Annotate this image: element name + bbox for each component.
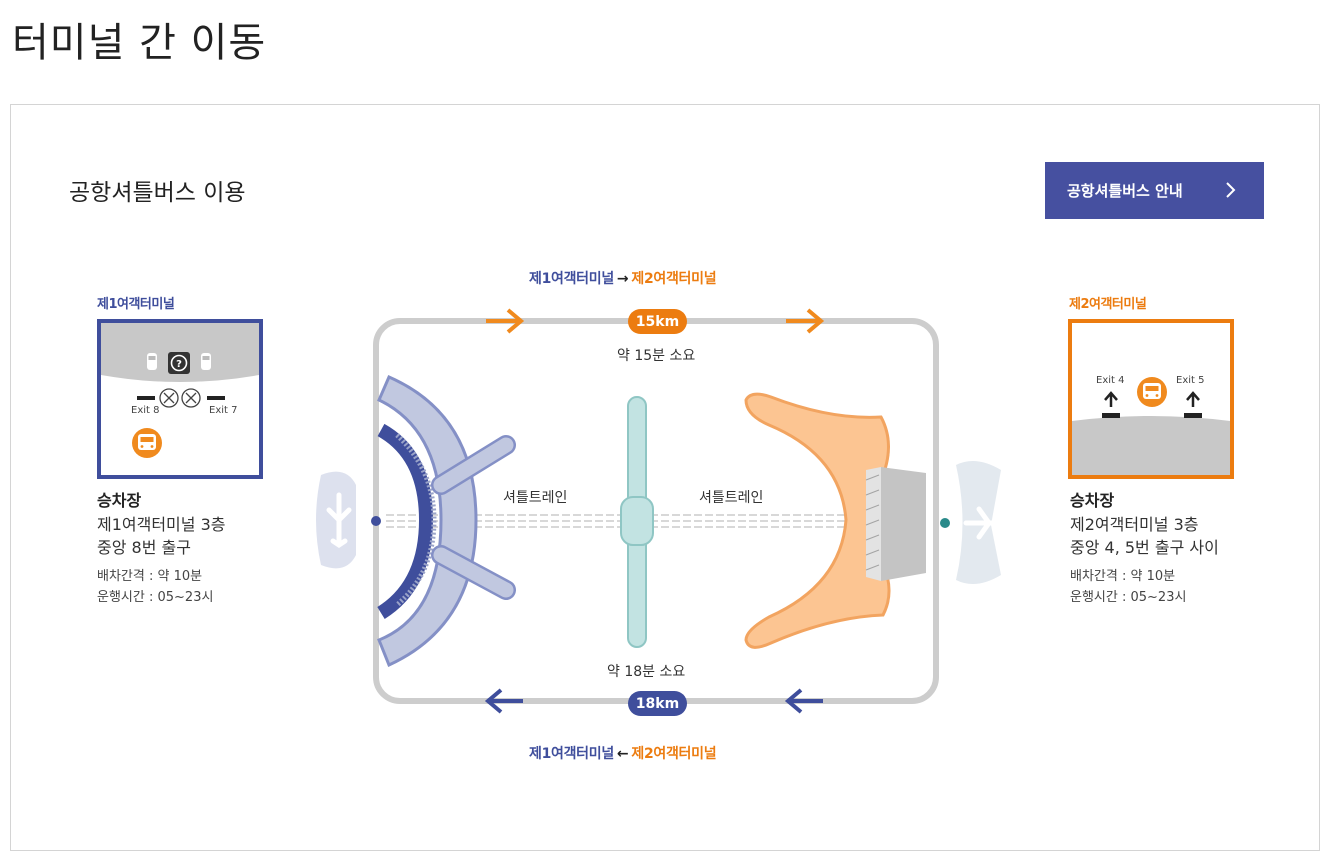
exit-7-label: Exit 7 (209, 405, 238, 416)
up-arrow-icon (1104, 391, 1118, 407)
terminal1-label: 제1여객터미널 (97, 297, 175, 312)
route-top-heading: 제1여객터미널→제2여객터미널 (529, 268, 717, 288)
route-bottom-distance: 18km (628, 691, 687, 716)
section-title: 공항셔틀버스 이용 (69, 180, 246, 206)
terminal2-location-line2: 중앙 4, 5번 출구 사이 (1070, 538, 1219, 557)
terminal1-map-drawing: ? (101, 323, 259, 458)
terminal1-building (316, 375, 516, 668)
route-top-arrow: → (616, 271, 629, 287)
bus-icon (132, 428, 162, 458)
exit-5-label: Exit 5 (1176, 375, 1205, 386)
route-arrow-icon (486, 308, 525, 334)
route-arrow-icon (784, 688, 823, 714)
shuttle-train (620, 396, 654, 648)
terminal1-interval: 배차간격 : 약 10분 (97, 569, 203, 584)
route-arrow-icon (786, 308, 825, 334)
terminal2-label: 제2여객터미널 (1069, 297, 1147, 312)
terminal2-building (744, 392, 1004, 649)
up-arrow-icon (1186, 391, 1200, 407)
route-bottom-arrow: ← (616, 746, 629, 762)
terminal2-location-line1: 제2여객터미널 3층 (1070, 515, 1199, 534)
route-top-from: 제1여객터미널 (529, 271, 614, 287)
shuttle-train-label-left: 셔틀트레인 (503, 490, 568, 506)
route-bottom-heading: 제1여객터미널←제2여객터미널 (529, 743, 717, 763)
terminal1-location-line2: 중앙 8번 출구 (97, 538, 191, 557)
bus-icon (1137, 377, 1167, 407)
route-bottom-from: 제1여객터미널 (529, 746, 614, 762)
terminal1-location-line1: 제1여객터미널 3층 (97, 515, 226, 534)
route-top-to: 제2여객터미널 (631, 271, 717, 287)
terminal2-info-title: 승차장 (1070, 491, 1115, 510)
terminal2-hours: 운행시간 : 05~23시 (1070, 590, 1187, 605)
car-icon (201, 353, 211, 370)
shuttle-train-label-right: 셔틀트레인 (699, 490, 764, 506)
help-icon: ? (168, 352, 190, 374)
route-top-time: 약 15분 소요 (617, 348, 696, 364)
chevron-right-icon (1226, 182, 1236, 198)
page-title: 터미널 간 이동 (12, 20, 267, 66)
terminal2-map: Exit 4 Exit 5 (1068, 319, 1234, 479)
route-arrow-icon (484, 688, 523, 714)
svg-text:?: ? (176, 359, 182, 370)
shuttle-bus-guide-button[interactable]: 공항셔틀버스 안내 (1045, 162, 1264, 219)
shuttle-bus-panel: 공항셔틀버스 이용 공항셔틀버스 안내 제1여객터미널 ? (10, 104, 1320, 851)
terminal2-map-drawing (1072, 377, 1230, 475)
airplane-icon (326, 492, 352, 549)
route-top-distance: 15km (628, 309, 687, 334)
guide-button-label: 공항셔틀버스 안내 (1067, 182, 1183, 200)
terminal1-map: ? Exit 8 Exit 7 (97, 319, 263, 479)
terminal2-interval: 배차간격 : 약 10분 (1070, 569, 1176, 584)
terminal1-info: 승차장 제1여객터미널 3층 중앙 8번 출구 배차간격 : 약 10분 운행시… (97, 489, 226, 608)
terminal1-info-title: 승차장 (97, 491, 142, 510)
car-icon (147, 353, 157, 370)
terminal2-info: 승차장 제2여객터미널 3층 중앙 4, 5번 출구 사이 배차간격 : 약 1… (1070, 489, 1219, 608)
terminal1-hours: 운행시간 : 05~23시 (97, 590, 214, 605)
exit-8-label: Exit 8 (131, 405, 160, 416)
airplane-icon (963, 506, 1004, 540)
route-bottom-to: 제2여객터미널 (631, 746, 717, 762)
exit-4-label: Exit 4 (1096, 375, 1125, 386)
route-bottom-time: 약 18분 소요 (607, 664, 686, 680)
